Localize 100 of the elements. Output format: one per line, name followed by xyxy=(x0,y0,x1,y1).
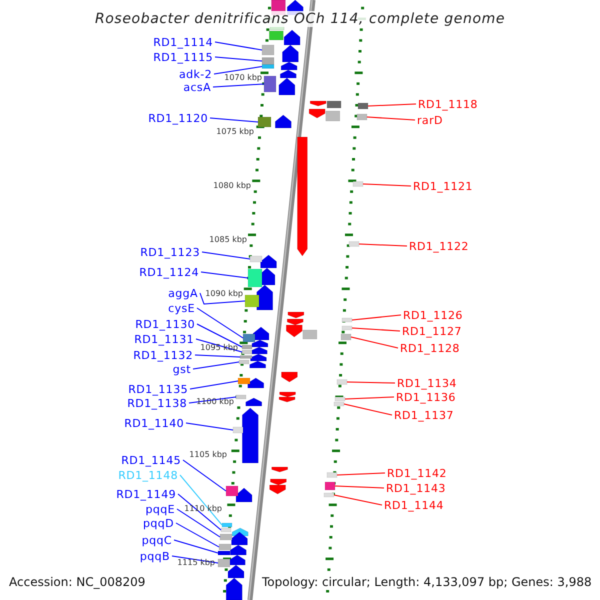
gene-block xyxy=(218,550,230,556)
gene-label: RD1_1126 xyxy=(403,308,463,322)
gene-block xyxy=(220,528,232,532)
leader-line xyxy=(192,362,240,370)
leader-line xyxy=(344,404,392,416)
gene-label: RD1_1115 xyxy=(153,50,213,64)
leader-line xyxy=(214,56,262,62)
gene-label: RD1_1118 xyxy=(418,98,478,110)
gene-label: RD1_1114 xyxy=(153,36,213,48)
gene-block xyxy=(248,268,262,288)
gene-block xyxy=(326,472,338,478)
leader-line xyxy=(182,460,226,492)
leader-line xyxy=(180,474,222,526)
gene-block xyxy=(238,360,250,364)
scale-label: 1085 kbp xyxy=(209,235,247,245)
gene-block xyxy=(240,355,252,359)
leader-line xyxy=(334,486,384,488)
gene-label: pqqE xyxy=(146,502,175,516)
leader-line xyxy=(176,508,220,538)
gene-label: pqqC xyxy=(142,534,172,546)
gene-label: RD1_1124 xyxy=(139,266,199,278)
leader-line xyxy=(336,472,386,476)
gene-block xyxy=(258,116,272,128)
leader-line xyxy=(362,184,412,186)
leader-line xyxy=(358,244,408,246)
gene-block xyxy=(236,394,246,400)
leader-line xyxy=(174,540,218,554)
leader-line xyxy=(210,118,258,122)
gene-block xyxy=(352,181,364,187)
leader-line xyxy=(352,314,402,320)
leader-line xyxy=(214,42,262,50)
gene-label: RD1_1138 xyxy=(127,396,187,410)
gene-block xyxy=(334,402,344,406)
genome-info-text: Topology: circular; Length: 4,133,097 bp; Genes: 3,988 xyxy=(262,574,592,590)
leader-line xyxy=(178,494,222,530)
gene-label: gst xyxy=(172,362,191,376)
gene-label: RD1_1137 xyxy=(394,408,454,422)
gene-label: RD1_1144 xyxy=(384,498,444,512)
leader-line xyxy=(186,422,234,430)
scale-label: 1105 kbp xyxy=(189,450,227,460)
scale-label: 1080 kbp xyxy=(213,181,251,191)
gene-block xyxy=(242,344,252,350)
leader-line xyxy=(334,494,382,506)
gene-label: RD1_1131 xyxy=(134,332,194,346)
leader-line xyxy=(176,522,220,548)
leader-line xyxy=(212,84,264,88)
leader-line xyxy=(196,308,244,338)
gene-block xyxy=(250,256,262,262)
gene-block xyxy=(242,334,256,342)
gene-label: RD1_1127 xyxy=(402,324,462,338)
gene-block xyxy=(242,350,252,354)
gene-block xyxy=(358,102,368,110)
gene-label: RD1_1122 xyxy=(409,240,469,252)
gene-block xyxy=(232,426,244,434)
gene-block xyxy=(324,482,336,490)
leader-line xyxy=(366,116,416,120)
gene-label: RD1_1128 xyxy=(400,342,460,354)
leader-line xyxy=(352,328,400,332)
gene-label: RD1_1121 xyxy=(413,180,473,192)
gene-block xyxy=(324,492,334,498)
gene-label: RD1_1136 xyxy=(396,390,456,404)
genome-info-text: Accession: NC_008209 xyxy=(9,574,146,590)
gene-label: RD1_1143 xyxy=(386,482,446,494)
gene-block xyxy=(262,44,274,56)
gene-block xyxy=(264,76,276,92)
leader-line xyxy=(190,380,238,390)
gene-label: RD1_1140 xyxy=(124,416,184,430)
gene-block xyxy=(262,64,274,69)
gene-label: RD1_1134 xyxy=(397,376,457,390)
gene-label: RD1_1130 xyxy=(135,318,195,330)
scale-label: 1090 kbp xyxy=(205,289,243,299)
gene-block xyxy=(342,326,352,330)
gene-block xyxy=(342,318,352,322)
leader-line xyxy=(368,104,416,106)
gene-label: RD1_1120 xyxy=(148,112,208,124)
gene-block xyxy=(218,558,230,568)
gene-block xyxy=(222,522,232,528)
gene-label: RD1_1145 xyxy=(121,454,181,466)
leader-line xyxy=(200,272,248,278)
gene-block xyxy=(348,241,360,247)
gene-label: adk-2 xyxy=(178,68,212,80)
gene-block xyxy=(244,294,260,308)
leader-line xyxy=(346,382,396,384)
gene-label: RD1_1148 xyxy=(118,468,178,482)
leader-line xyxy=(344,396,394,400)
gene-label: RD1_1132 xyxy=(133,348,193,362)
leader-line xyxy=(202,252,250,260)
gene-label: RD1_1135 xyxy=(128,382,188,396)
gene-block xyxy=(220,534,232,540)
leader-line xyxy=(196,324,242,348)
leader-line xyxy=(214,66,262,74)
gene-block xyxy=(218,544,232,550)
gene-label: pqqB xyxy=(140,550,170,562)
leader-line xyxy=(200,292,246,305)
gene-label: RD1_1123 xyxy=(140,246,200,258)
gene-label: RD1_1149 xyxy=(116,488,176,500)
gene-label: acsA xyxy=(183,80,211,94)
gene-label: RD1_1142 xyxy=(387,466,447,480)
gene-label: pqqD xyxy=(142,516,174,530)
leader-line xyxy=(194,354,240,358)
